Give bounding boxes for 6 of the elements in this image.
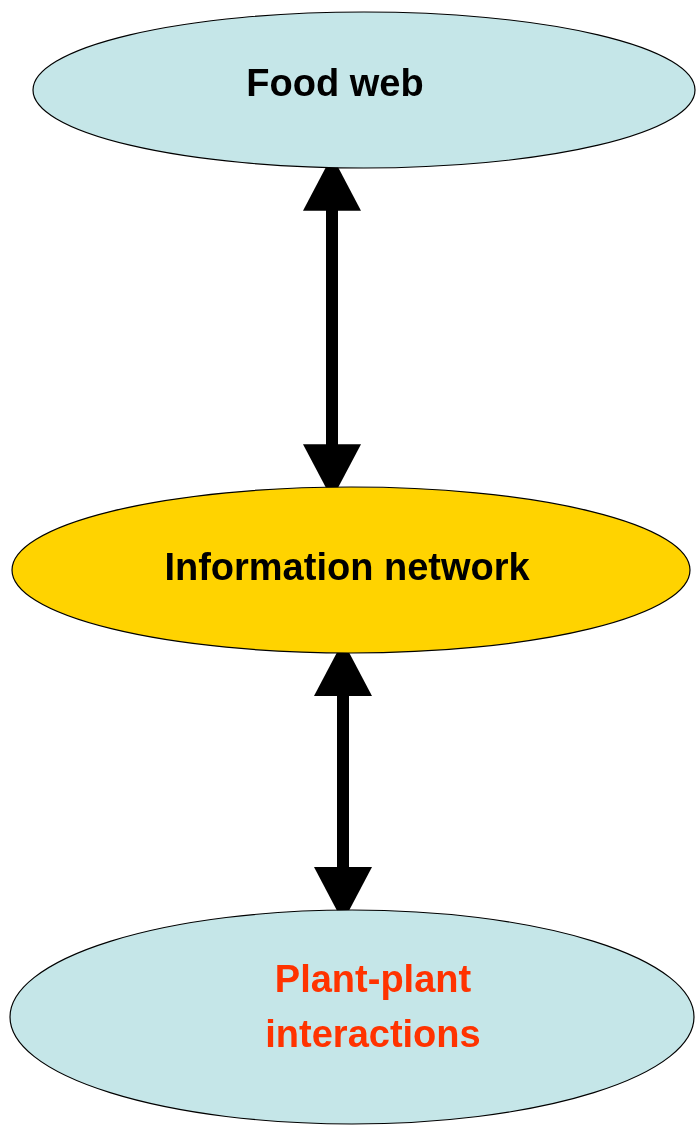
ellipse-node <box>10 910 694 1124</box>
node-label: Information network <box>163 544 531 590</box>
ellipse-node <box>33 12 695 168</box>
ellipse-node <box>12 487 690 653</box>
node-label: Food web <box>245 60 425 106</box>
node-label: Plant-plant interactions <box>264 957 482 1057</box>
